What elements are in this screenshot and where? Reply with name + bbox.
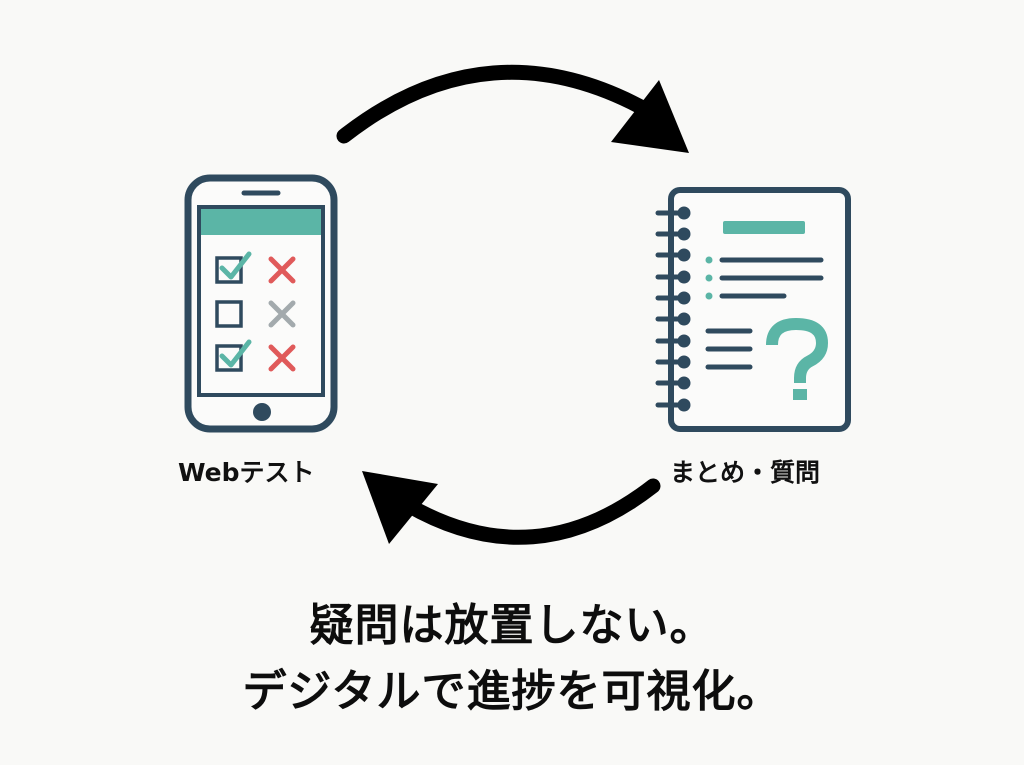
x-mark-red-icon	[268, 256, 296, 284]
notebook-question-icon	[655, 187, 851, 432]
check-icon	[219, 251, 252, 280]
headline-line-1: 疑問は放置しない。	[309, 600, 715, 651]
check-icon	[219, 339, 252, 368]
node-label-webtest: Webテスト	[178, 458, 315, 487]
question-mark-icon	[766, 318, 828, 400]
x-mark-gray-icon	[268, 300, 296, 328]
spiral-binding	[655, 206, 691, 412]
checkbox-checked	[215, 256, 243, 284]
arrow-to-summary-icon	[336, 64, 689, 153]
smartphone-checklist-icon	[184, 174, 338, 433]
arrow-to-webtest-icon	[362, 471, 661, 545]
screen-header-bar	[201, 209, 321, 235]
headline-line-2: デジタルで進捗を可視化。	[242, 666, 782, 717]
node-label-summary: まとめ・質問	[670, 458, 821, 487]
checkbox-unchecked	[215, 300, 243, 328]
title-bar	[723, 221, 805, 234]
x-mark-red-icon	[268, 344, 296, 372]
checkbox-checked	[215, 344, 243, 372]
home-button	[253, 403, 271, 421]
